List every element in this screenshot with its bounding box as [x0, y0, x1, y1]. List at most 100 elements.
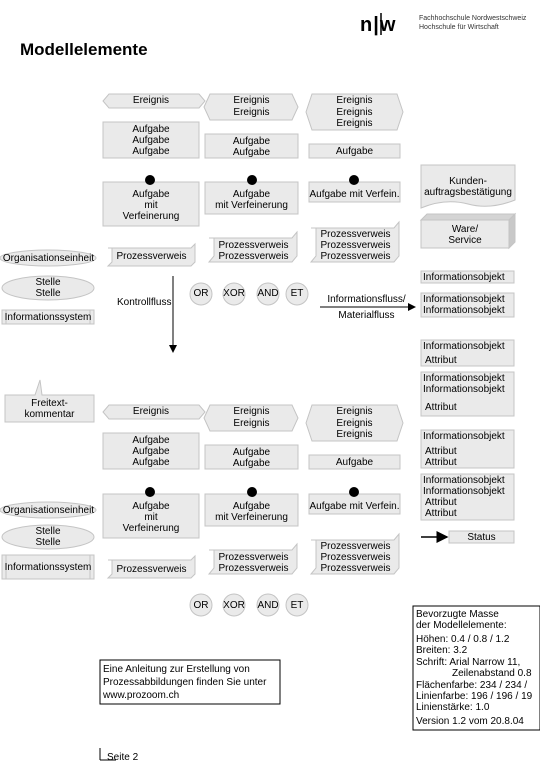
- task-shape-large-1: [102, 121, 200, 159]
- task-label: Aufgabe: [232, 136, 271, 147]
- product-label: Service: [448, 235, 482, 246]
- sizes-note-line: Breiten: 3.2: [416, 645, 468, 656]
- task-label: Aufgabe: [132, 446, 170, 457]
- role-label: Stelle: [35, 288, 61, 299]
- refined-task-label: mit Verfeinerung: [215, 200, 288, 211]
- sizes-note-line: Version 1.2 vom 20.8.04: [416, 716, 524, 727]
- guide-note-link[interactable]: www.prozoom.ch: [103, 690, 180, 701]
- refined-task-label: Aufgabe: [232, 189, 271, 200]
- control-flow-label: Kontrollfluss: [117, 297, 172, 308]
- guide-note-line: Eine Anleitung zur Erstellung von: [103, 664, 250, 675]
- event-label: Ereignis: [132, 406, 170, 417]
- connector-label: ET: [290, 600, 304, 611]
- org-unit-shape-2: [0, 501, 97, 519]
- connector-xor-2: [222, 593, 246, 617]
- info-object-label: Informationsobjekt: [423, 431, 505, 442]
- connector-xor-1: [222, 282, 246, 306]
- process-ref-label: Prozessverweis: [218, 563, 289, 574]
- connector-et-1: [285, 282, 309, 306]
- sizes-note-line: Linienstärke: 1.0: [416, 702, 490, 713]
- info-object-label: Informationsobjekt: [423, 305, 505, 316]
- institution-line-2: Hochschule für Wirtschaft: [419, 24, 499, 31]
- task-label: Aufgabe: [335, 457, 374, 468]
- attribute-label: Attribut: [425, 355, 457, 366]
- process-ref-shape-small-1: [106, 242, 196, 267]
- connector-label: ET: [290, 288, 304, 299]
- info-object-shape-1: [420, 270, 515, 284]
- sizes-note-box: [412, 605, 540, 731]
- info-object-shape-2: [420, 292, 515, 318]
- page-number: Seite 2: [107, 752, 139, 763]
- guide-note-line: Prozessabbildungen finden Sie unter: [103, 677, 267, 688]
- document-label: auftragsbestätigung: [424, 187, 512, 198]
- task-shape-small-1: [308, 143, 401, 159]
- info-object-label: Informationsobjekt: [423, 341, 505, 352]
- info-system-label: Informationssystem: [4, 562, 92, 573]
- process-ref-shape-medium-2: [207, 542, 298, 575]
- connector-label: AND: [257, 288, 279, 299]
- refined-task-label: Verfeinerung: [122, 211, 180, 222]
- logo-mark: n|w: [360, 14, 397, 36]
- refined-task-label: Aufgabe: [232, 501, 271, 512]
- event-label: Ereignis: [233, 107, 270, 118]
- info-flow-label: Informationsfluss/: [327, 294, 406, 305]
- process-ref-label: Prozessverweis: [218, 240, 289, 251]
- attribute-label: Attribut: [425, 457, 457, 468]
- attribute-label: Attribut: [425, 508, 457, 519]
- event-shape-small-1: [102, 93, 206, 109]
- task-label: Aufgabe: [232, 447, 271, 458]
- process-ref-label: Prozessverweis: [320, 229, 391, 240]
- role-label: Stelle: [35, 277, 61, 288]
- role-label: Stelle: [35, 526, 61, 537]
- status-label: Status: [467, 532, 496, 543]
- info-flow-label: Materialfluss: [338, 310, 395, 321]
- document-label: Kunden-: [449, 176, 487, 187]
- org-unit-label: Organisationseinheit: [2, 253, 95, 264]
- event-label: Ereignis: [336, 95, 373, 106]
- task-label: Aufgabe: [335, 146, 374, 157]
- event-label: Ereignis: [336, 406, 373, 417]
- refined-task-label: mit: [144, 512, 158, 523]
- event-shape-medium-1: [203, 93, 299, 121]
- info-system-label: Informationssystem: [4, 312, 92, 323]
- sizes-note-line: Zeilenabstand 0.8: [452, 668, 532, 679]
- event-label: Ereignis: [233, 95, 270, 106]
- connector-label: XOR: [223, 288, 245, 299]
- refined-task-label: Verfeinerung: [122, 523, 180, 534]
- info-object-label: Informationsobjekt: [423, 373, 505, 384]
- event-label: Ereignis: [336, 429, 373, 440]
- process-ref-shape-large-1: [309, 220, 400, 263]
- info-system-shape-2: [1, 554, 95, 580]
- info-object-label: Informationsobjekt: [423, 475, 505, 486]
- info-object-attr-shape-3: [420, 429, 515, 469]
- task-label: Aufgabe: [132, 146, 170, 157]
- event-shape-large-2: [305, 404, 404, 442]
- free-text-label: Freitext-: [31, 398, 68, 409]
- process-ref-label: Prozessverweis: [218, 251, 289, 262]
- event-label: Ereignis: [336, 107, 373, 118]
- task-label: Aufgabe: [132, 135, 170, 146]
- page-title: Modellelemente: [20, 40, 148, 59]
- info-object-attr-shape-1: [420, 339, 515, 367]
- info-system-shape-1: [1, 309, 95, 325]
- sizes-note-line: Flächenfarbe: 234 / 234 /: [416, 680, 528, 691]
- attribute-label: Attribut: [425, 402, 457, 413]
- info-object-label: Informationsobjekt: [423, 272, 505, 283]
- connector-label: AND: [257, 600, 279, 611]
- sizes-note-line: der Modellelemente:: [416, 620, 507, 631]
- sizes-note-line: Höhen: 0.4 / 0.8 / 1.2: [416, 634, 510, 645]
- task-shape-medium-1: [204, 133, 299, 159]
- sizes-note-line: Schrift: Arial Narrow 11,: [416, 657, 521, 668]
- free-text-shape: [4, 379, 95, 423]
- process-ref-label: Prozessverweis: [320, 552, 391, 563]
- info-object-attr-shape-2: [420, 371, 515, 417]
- info-object-label: Informationsobjekt: [423, 294, 505, 305]
- refined-task-label: Aufgabe mit Verfein.: [309, 501, 400, 512]
- org-unit-label: Organisationseinheit: [2, 505, 95, 516]
- connector-or-2: [189, 593, 213, 617]
- process-ref-label: Prozessverweis: [320, 240, 391, 251]
- attribute-label: Attribut: [425, 497, 457, 508]
- task-label: Aufgabe: [132, 457, 170, 468]
- connector-or-1: [189, 282, 213, 306]
